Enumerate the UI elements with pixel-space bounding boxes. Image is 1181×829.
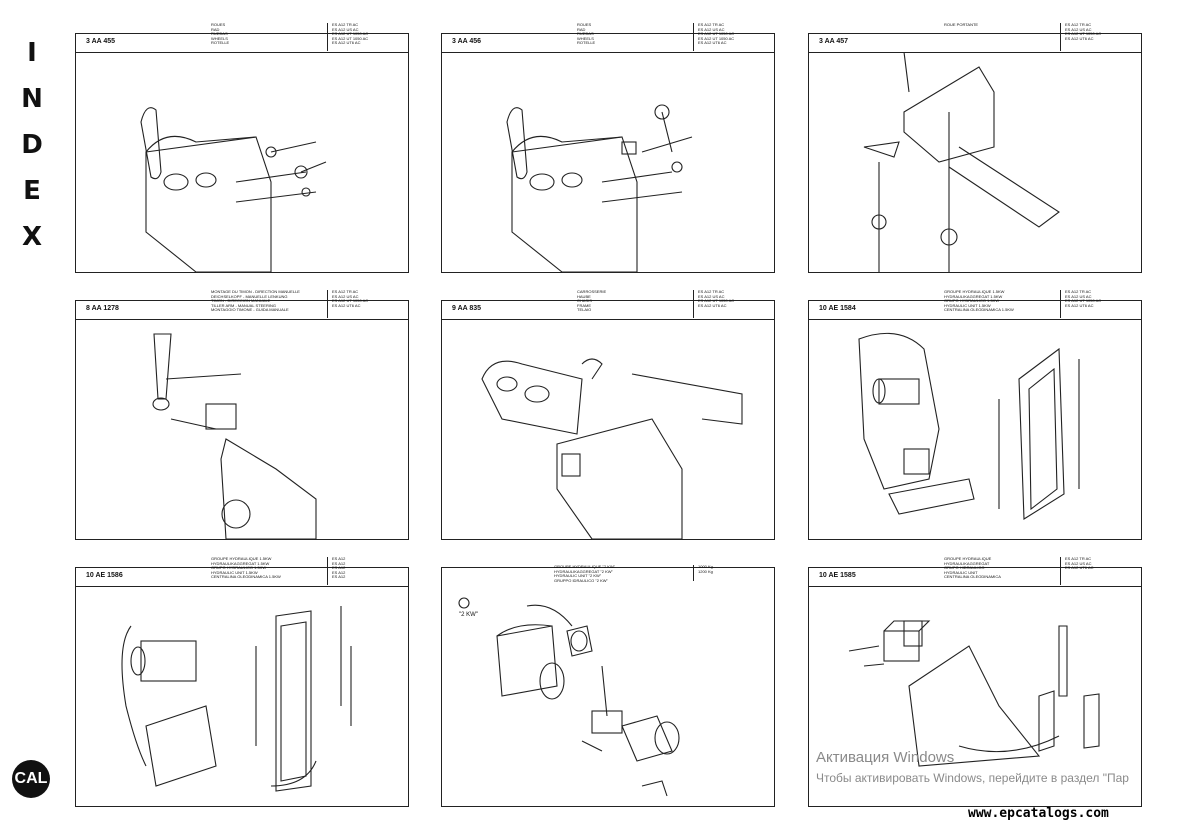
page-code: 8 AA 1278 (86, 305, 119, 312)
page-header: 10 AE 1586 GROUPE HYDRAULIQUE 1.5KW HYDR… (76, 556, 408, 587)
index-letter: X (21, 222, 43, 252)
brand-logo[interactable]: CAL (12, 760, 50, 798)
page-header: 3 AA 455 ROUES RAD RUEDAS WHEELS ROTELLE… (76, 22, 408, 53)
site-watermark: www.epcatalogs.com (968, 806, 1109, 821)
model-refs: ES A12 TR AC ES A12 US AC ES A12 UT 1050… (327, 289, 402, 318)
page-title: GROUPE HYDRAULIQUE HYDRAULIKAGGREGAT GRU… (944, 556, 1001, 579)
page-header: 3 AA 456 ROUES RAD RUEDAS WHEELS ROTELLE… (442, 22, 774, 53)
catalog-page-thumb[interactable]: 9 AA 835 CARROSSERIE HAUBE CHASIS FRAME … (441, 289, 775, 540)
power-label: "2 KW" (459, 612, 478, 618)
exploded-diagram (121, 606, 352, 792)
catalog-page-thumb[interactable]: 3 AA 456 ROUES RAD RUEDAS WHEELS ROTELLE… (441, 22, 775, 273)
page-code: 10 AE 1586 (86, 572, 123, 579)
page-title: CARROSSERIE HAUBE CHASIS FRAME TELAIO (577, 289, 607, 312)
model-refs: ES A12 TR AC ES A12 US AC ES A12 UT 1050… (693, 22, 768, 51)
page-header: 3 AA 457 ROUE PORTANTE ES A12 TR AC ES A… (809, 22, 1141, 53)
index-letter: E (23, 176, 41, 206)
catalog-page-thumb[interactable]: GROUPE HYDRAULIQUE "2 KW" HYDRAULIKAGGRE… (441, 564, 775, 807)
index-letter: N (21, 84, 43, 114)
index-letter: I (27, 38, 37, 68)
page-code: 9 AA 835 (452, 305, 482, 312)
catalog-page-thumb[interactable]: 8 AA 1278 MONTAGE DU TIMON - DIRECTION M… (75, 289, 409, 540)
page-title: GROUPE HYDRAULIQUE 1.5KW HYDRAULIKAGGREG… (944, 289, 1014, 312)
page-code: 10 AE 1584 (819, 305, 856, 312)
page-title: MONTAGE DU TIMON - DIRECTION MANUELLE DE… (211, 289, 300, 312)
catalog-page-thumb[interactable]: 3 AA 455 ROUES RAD RUEDAS WHEELS ROTELLE… (75, 22, 409, 273)
catalog-page-thumb[interactable]: 10 AE 1585 GROUPE HYDRAULIQUE HYDRAULIKA… (808, 556, 1142, 807)
exploded-diagram (152, 333, 317, 539)
model-refs: ES A12 TR AC ES A12 US AC ES A12 UT 1050… (693, 289, 768, 318)
index-letter: D (21, 130, 43, 160)
page-title: GROUPE HYDRAULIQUE "2 KW" HYDRAULIKAGGRE… (554, 564, 616, 583)
page-title: ROUES RAD RUEDAS WHEELS ROTELLE (577, 22, 596, 45)
model-refs: ES A12 TR AC ES A12 US AC ES A12 UT 1050… (1060, 22, 1135, 51)
page-header: 8 AA 1278 MONTAGE DU TIMON - DIRECTION M… (76, 289, 408, 320)
page-title: GROUPE HYDRAULIQUE 1.5KW HYDRAULIKAGGREG… (211, 556, 281, 579)
page-code: 3 AA 455 (86, 38, 116, 45)
page-code: 10 AE 1585 (819, 572, 856, 579)
page-code: 3 AA 457 (819, 38, 849, 45)
exploded-diagram (863, 52, 1060, 272)
catalog-page-thumb[interactable]: 10 AE 1586 GROUPE HYDRAULIQUE 1.5KW HYDR… (75, 556, 409, 807)
page-title: ROUE PORTANTE (944, 22, 979, 27)
activation-watermark-text: Чтобы активировать Windows, перейдите в … (816, 771, 1129, 785)
exploded-diagram (506, 104, 693, 272)
exploded-diagram (481, 358, 743, 539)
exploded-diagram (858, 332, 1080, 520)
page-title: ROUES RAD RUEDAS WHEELS ROTELLE (211, 22, 230, 45)
page-header: GROUPE HYDRAULIQUE "2 KW" HYDRAULIKAGGRE… (442, 564, 774, 586)
model-refs: ES A12 TR AC ES A12 US AC ES A12 UT6 AC (1060, 556, 1135, 585)
model-refs: ES A12 TR AC ES A12 US AC ES A12 UT 1050… (1060, 289, 1135, 318)
page-header: 9 AA 835 CARROSSERIE HAUBE CHASIS FRAME … (442, 289, 774, 320)
exploded-diagram (458, 597, 680, 797)
model-refs: 1000 Kg 1200 Kg (693, 564, 768, 581)
page-code: 3 AA 456 (452, 38, 482, 45)
page-header: 10 AE 1585 GROUPE HYDRAULIQUE HYDRAULIKA… (809, 556, 1141, 587)
page-header: 10 AE 1584 GROUPE HYDRAULIQUE 1.5KW HYDR… (809, 289, 1141, 320)
exploded-diagram (848, 620, 1100, 767)
model-refs: ES A12 TR AC ES A12 US AC ES A12 UT 1050… (327, 22, 402, 51)
activation-watermark-title: Активация Windows (816, 749, 955, 766)
logo-text: CAL (14, 770, 48, 787)
catalog-page-thumb[interactable]: 3 AA 457 ROUE PORTANTE ES A12 TR AC ES A… (808, 22, 1142, 273)
index-label: I N D E X (20, 30, 44, 260)
catalog-page-thumb[interactable]: 10 AE 1584 GROUPE HYDRAULIQUE 1.5KW HYDR… (808, 289, 1142, 540)
model-refs: ES A12 ES A12 ES A12 ES A12 ES A12 (327, 556, 402, 585)
exploded-diagram (140, 107, 327, 272)
